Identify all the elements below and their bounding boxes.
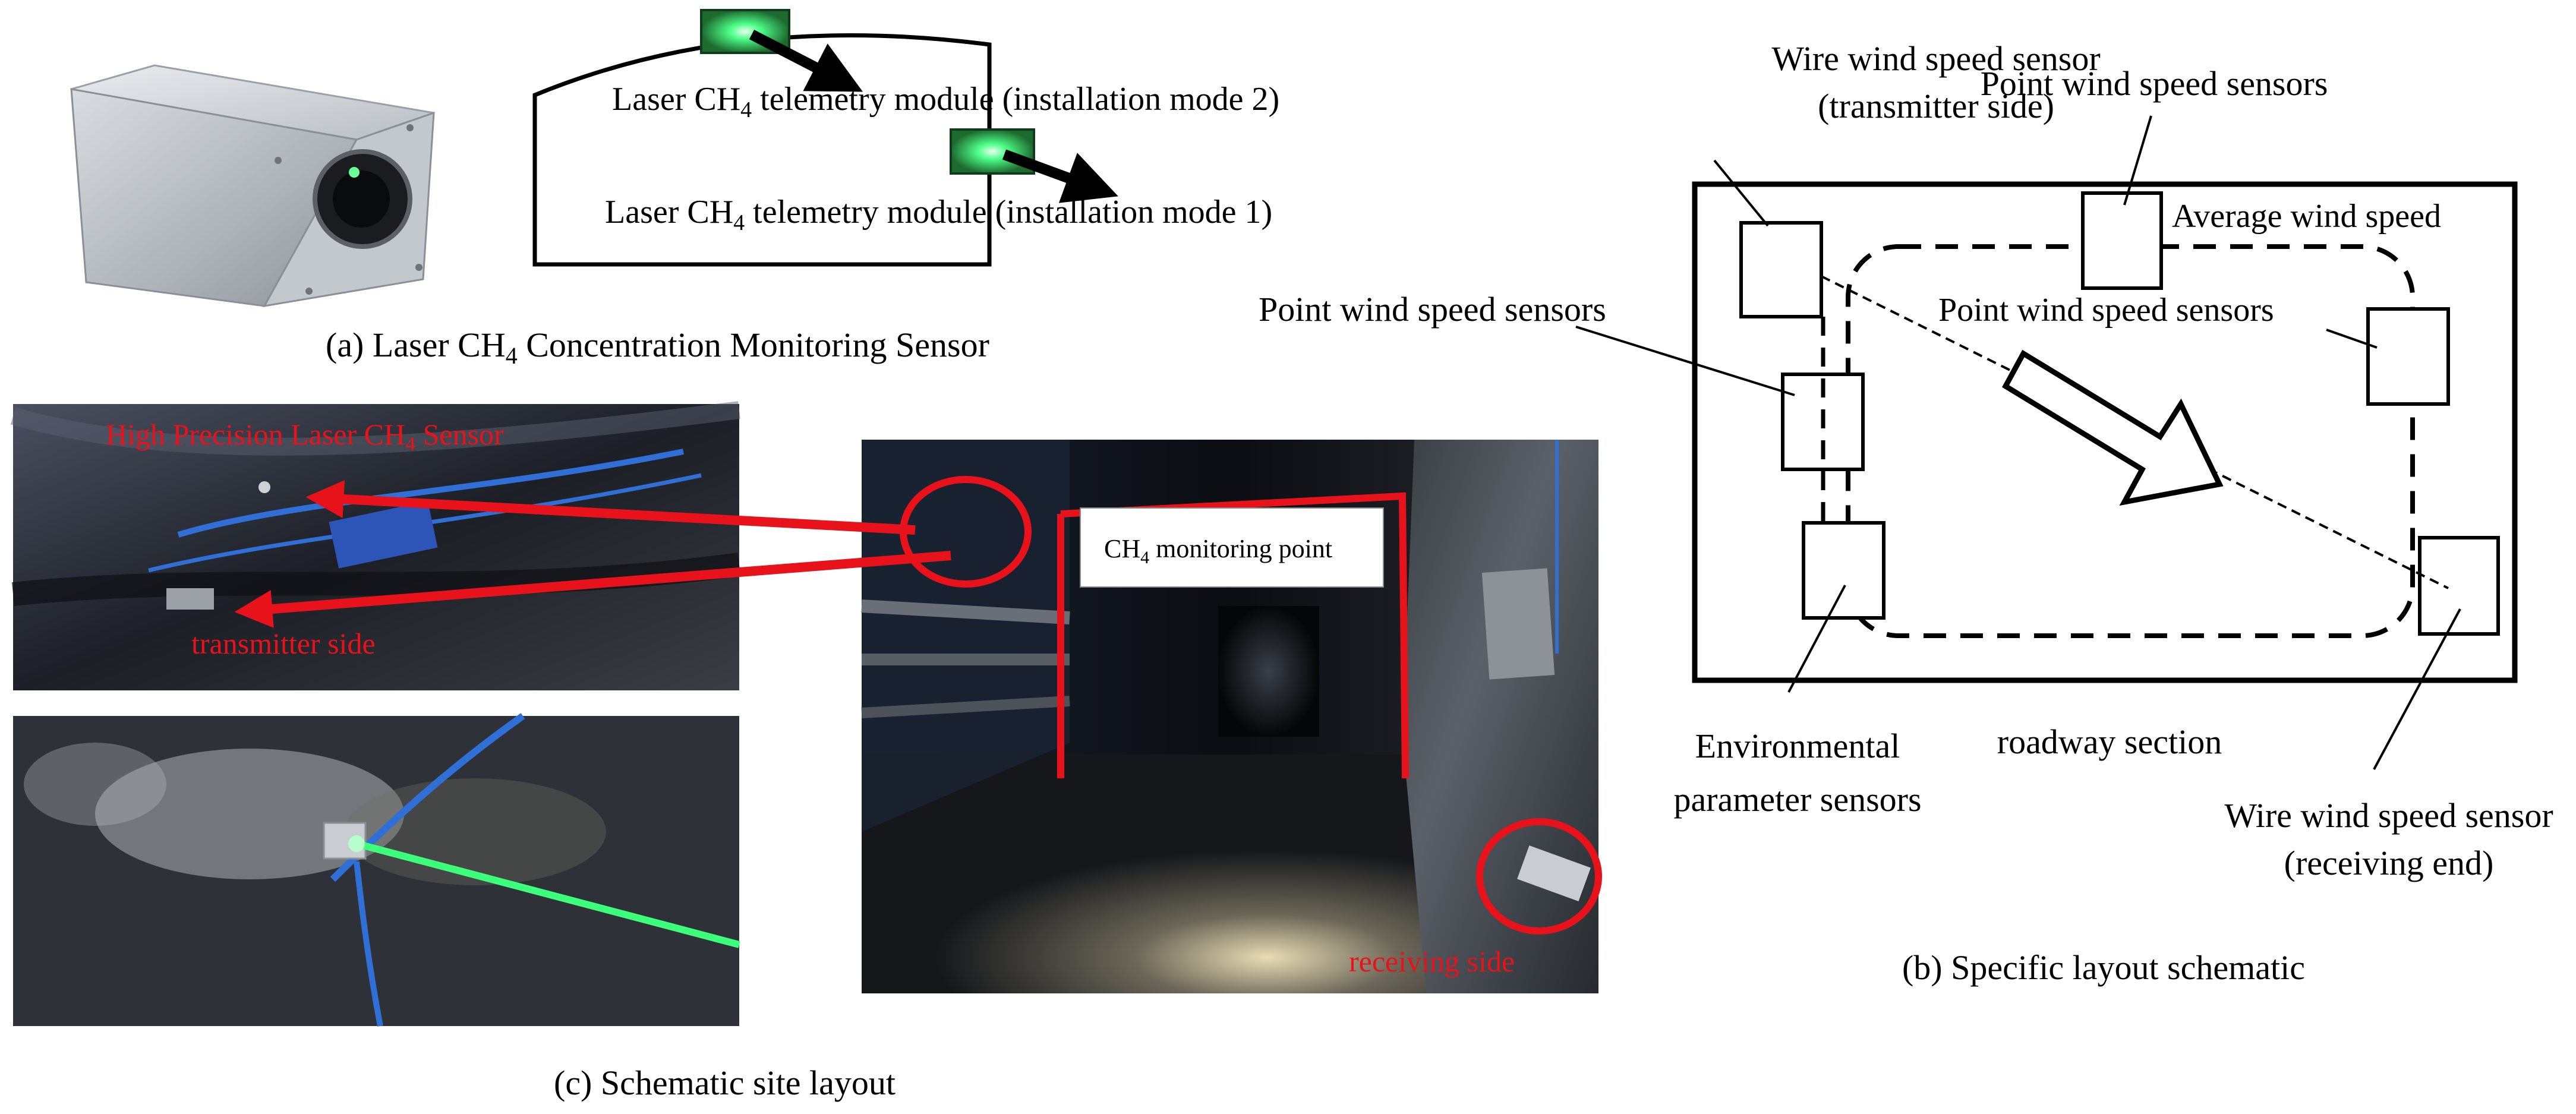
- average-wind-speed-label: Average wind speed: [2172, 198, 2441, 235]
- module-mode1-label: Laser CH4 telemetry module (installation…: [605, 194, 1272, 235]
- sensor-box-photo: [70, 64, 435, 307]
- roadway-section-frame: [1692, 181, 2518, 683]
- panel-b: Wire wind speed sensor (transmitter side…: [1259, 39, 2553, 987]
- point-sensors-top-label: Point wind speed sensors: [1981, 64, 2328, 103]
- point-sensors-left-label: Point wind speed sensors: [1259, 290, 1606, 329]
- average-wind-arrow: [2001, 349, 2224, 506]
- photo-laser-beam: [13, 713, 740, 1027]
- caption-a: (a) Laser CH4 Concentration Monitoring S…: [326, 326, 989, 369]
- point-sensor-top-box: [2081, 191, 2163, 290]
- caption-b: (b) Specific layout schematic: [1902, 948, 2305, 987]
- roadway-section-label: roadway section: [1997, 722, 2222, 761]
- photo-sensor-installation: [10, 401, 741, 690]
- module-mode2-label: Laser CH4 telemetry module (installation…: [612, 81, 1279, 122]
- point-sensors-center-label: Point wind speed sensors: [1938, 292, 2274, 329]
- wire-sensor-transmitter-sublabel: (transmitter side): [1818, 87, 2054, 125]
- wire-sensor-receiver-label: Wire wind speed sensor: [2224, 796, 2553, 835]
- environmental-sensor-box: [1802, 521, 1886, 620]
- wire-sensor-receiver-box: [2418, 536, 2500, 636]
- panel-c: CH4 monitoring point High Precision Lase…: [10, 401, 1602, 1102]
- high-precision-sensor-label: High Precision Laser CH4 Sensor: [106, 418, 504, 455]
- environmental-sensors-sublabel: parameter sensors: [1673, 780, 1921, 819]
- caption-c: (c) Schematic site layout: [554, 1063, 896, 1102]
- wire-sensor-transmitter-box: [1739, 221, 1823, 318]
- telemetry-module-mode2: [700, 9, 863, 92]
- monitoring-point-box: [1080, 507, 1384, 588]
- environmental-sensors-label: Environmental: [1695, 727, 1900, 765]
- transmitter-side-label: transmitter side: [191, 627, 376, 660]
- point-sensor-right-box: [2366, 307, 2450, 406]
- wire-sensor-receiver-sublabel: (receiving end): [2284, 844, 2494, 882]
- panel-a: Laser CH4 telemetry module (installation…: [70, 9, 1279, 369]
- wire-sensor-beam: [1821, 275, 2449, 589]
- receiving-side-label: receiving side: [1349, 945, 1515, 978]
- red-annotations: [234, 476, 1602, 935]
- telemetry-module-mode1: [950, 128, 1118, 203]
- monitoring-point-label: CH4 monitoring point: [1104, 534, 1332, 567]
- photo-roadway-tunnel: [861, 440, 1598, 993]
- wire-sensor-transmitter-label: Wire wind speed sensor: [1771, 39, 2100, 78]
